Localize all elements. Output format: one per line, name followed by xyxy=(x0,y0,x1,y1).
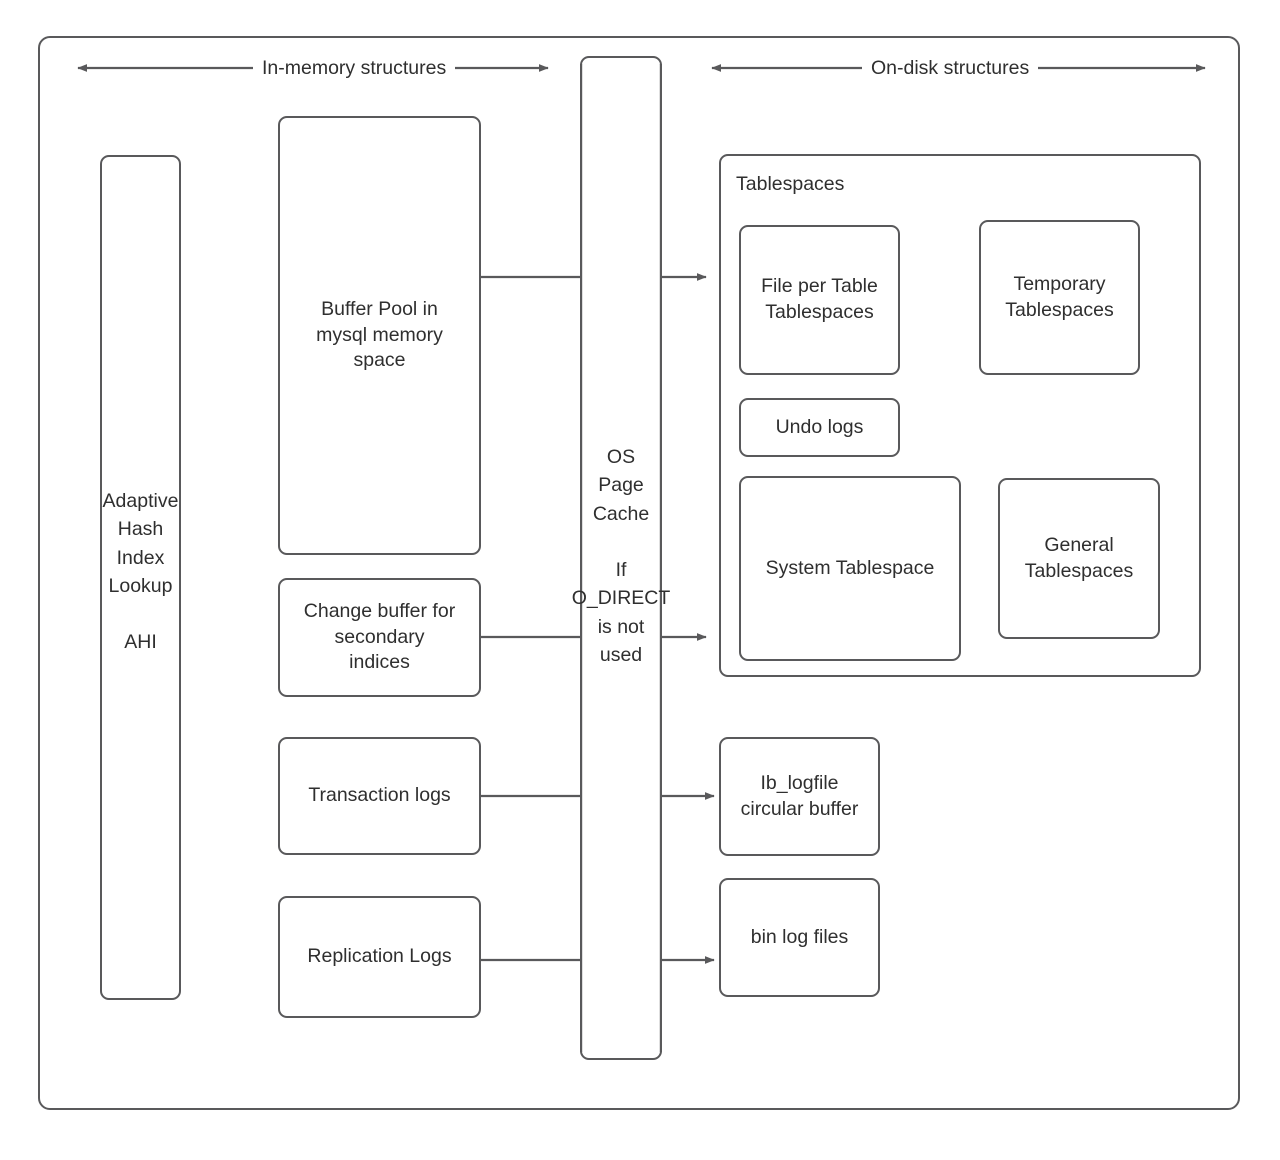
node-system-tablespace[interactable]: System Tablespace xyxy=(739,476,961,661)
node-bin-log-files[interactable]: bin log files xyxy=(719,878,880,997)
node-ib-logfile-label: Ib_logfile circular buffer xyxy=(740,771,859,820)
header-label-on-disk: On-disk structures xyxy=(862,57,1039,80)
node-system-tablespace-label: System Tablespace xyxy=(765,556,935,579)
node-bin-log-files-label: bin log files xyxy=(750,925,849,948)
node-temporary-tablespaces-label: Temporary Tablespaces xyxy=(1005,272,1114,321)
node-ib-logfile[interactable]: Ib_logfile circular buffer xyxy=(719,737,880,856)
node-os-page-cache-label: OS Page Cache If O_DIRECT is not used xyxy=(571,446,671,666)
node-change-buffer[interactable]: Change buffer for secondary indices xyxy=(278,578,481,697)
outer-frame xyxy=(38,36,1240,1110)
node-buffer-pool[interactable]: Buffer Pool in mysql memory space xyxy=(278,116,481,555)
node-replication-logs-label: Replication Logs xyxy=(307,945,452,968)
node-replication-logs[interactable]: Replication Logs xyxy=(278,896,481,1018)
node-buffer-pool-label: Buffer Pool in mysql memory space xyxy=(316,297,443,372)
node-transaction-logs-label: Transaction logs xyxy=(308,784,451,807)
node-undo-logs-label: Undo logs xyxy=(775,415,864,438)
node-general-tablespaces-label: General Tablespaces xyxy=(1024,533,1134,582)
node-change-buffer-label: Change buffer for secondary indices xyxy=(303,599,456,674)
node-undo-logs[interactable]: Undo logs xyxy=(739,398,900,457)
node-transaction-logs[interactable]: Transaction logs xyxy=(278,737,481,855)
node-adaptive-hash-index-label: Adaptive Hash Index Lookup AHI xyxy=(102,490,179,654)
node-file-per-table-tablespaces[interactable]: File per Table Tablespaces xyxy=(739,225,900,375)
node-file-per-table-tablespaces-label: File per Table Tablespaces xyxy=(761,275,878,323)
header-label-in-memory: In-memory structures xyxy=(253,57,456,80)
node-temporary-tablespaces[interactable]: Temporary Tablespaces xyxy=(979,220,1140,375)
node-adaptive-hash-index[interactable] xyxy=(100,155,181,1000)
group-tablespaces-label: Tablespaces xyxy=(736,173,845,195)
node-general-tablespaces[interactable]: General Tablespaces xyxy=(998,478,1160,639)
